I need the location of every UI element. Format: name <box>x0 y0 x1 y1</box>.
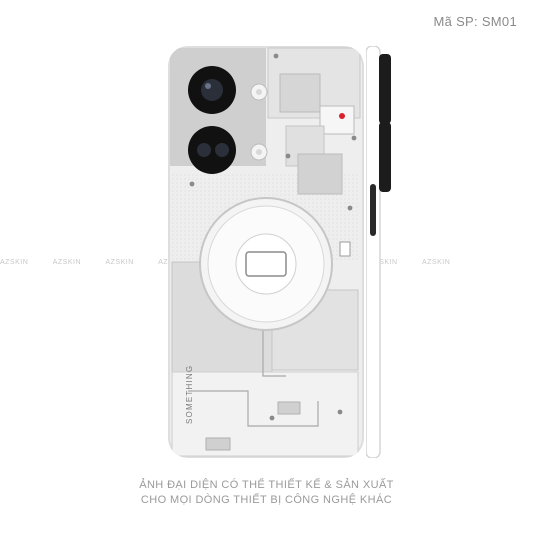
sensor-block <box>319 105 355 135</box>
lens-glint <box>205 83 211 89</box>
circuit-trace <box>188 390 319 427</box>
side-frame <box>366 46 381 458</box>
watermark-text: AZSKIN <box>422 259 451 266</box>
watermark-text: AZSKIN <box>369 259 398 266</box>
secondary-camera-glass <box>197 143 211 157</box>
screw-icon <box>269 415 275 421</box>
screw-icon <box>347 205 353 211</box>
port-mark <box>339 241 351 257</box>
caption-line-2: CHO MỌI DÒNG THIẾT BỊ CÔNG NGHỆ KHÁC <box>140 494 393 506</box>
charging-center <box>235 233 297 295</box>
screw-icon <box>285 153 291 159</box>
screw-icon <box>273 53 279 59</box>
screw-icon <box>337 409 343 415</box>
phone-side-image <box>366 46 391 458</box>
sku-label: Mã SP: SM01 <box>433 14 517 29</box>
red-indicator <box>339 113 345 119</box>
screw-icon <box>189 181 195 187</box>
connector <box>205 437 231 451</box>
connector <box>277 401 301 415</box>
nfc-slot <box>245 251 287 277</box>
screw-icon <box>351 135 357 141</box>
camera-bump-top <box>379 54 391 124</box>
tertiary-camera-glass <box>215 143 229 157</box>
camera-bump-bottom <box>379 122 391 192</box>
side-button <box>370 184 376 236</box>
secondary-camera-lens <box>188 126 236 174</box>
watermark-text: AZSKIN <box>52 259 82 266</box>
phone-back-image: SOMETHING <box>168 46 364 458</box>
circuit-trace <box>262 326 286 377</box>
watermark-text: AZSKIN <box>0 259 29 266</box>
circuit-chip <box>279 73 321 113</box>
main-camera-glass <box>201 79 223 101</box>
watermark-text: AZSKIN <box>105 259 134 266</box>
lower-panel <box>171 371 359 457</box>
brand-text: SOMETHING <box>185 365 194 424</box>
caption-line-1: ẢNH ĐẠI DIỆN CÓ THỂ THIẾT KẾ & SẢN XUẤT <box>139 479 394 491</box>
